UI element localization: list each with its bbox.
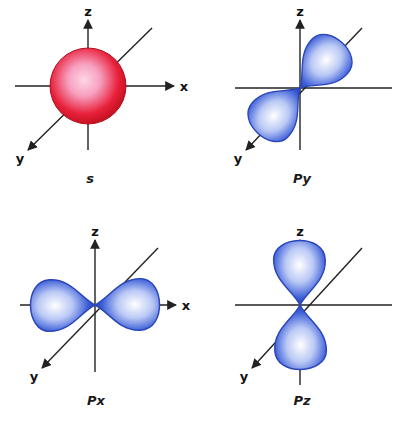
axis-label: x <box>180 80 188 93</box>
axis-label: z <box>91 225 99 238</box>
axis-label: x <box>182 299 190 312</box>
axis-label: y <box>240 370 248 383</box>
orbital-name: Pz <box>293 394 310 407</box>
axis-label: y <box>30 370 38 383</box>
axes <box>15 20 392 385</box>
axis-label: y <box>234 152 242 165</box>
s-orbital <box>50 48 126 124</box>
axis-label: z <box>296 5 304 18</box>
orbital-name: Py <box>293 172 311 185</box>
orbital-name: s <box>86 172 94 185</box>
axis-label: y <box>16 152 24 165</box>
orbital-name: Px <box>87 394 105 407</box>
p-orbital-lobes <box>30 26 360 370</box>
axis-label: z <box>296 225 304 238</box>
axis-label: z <box>84 5 92 18</box>
